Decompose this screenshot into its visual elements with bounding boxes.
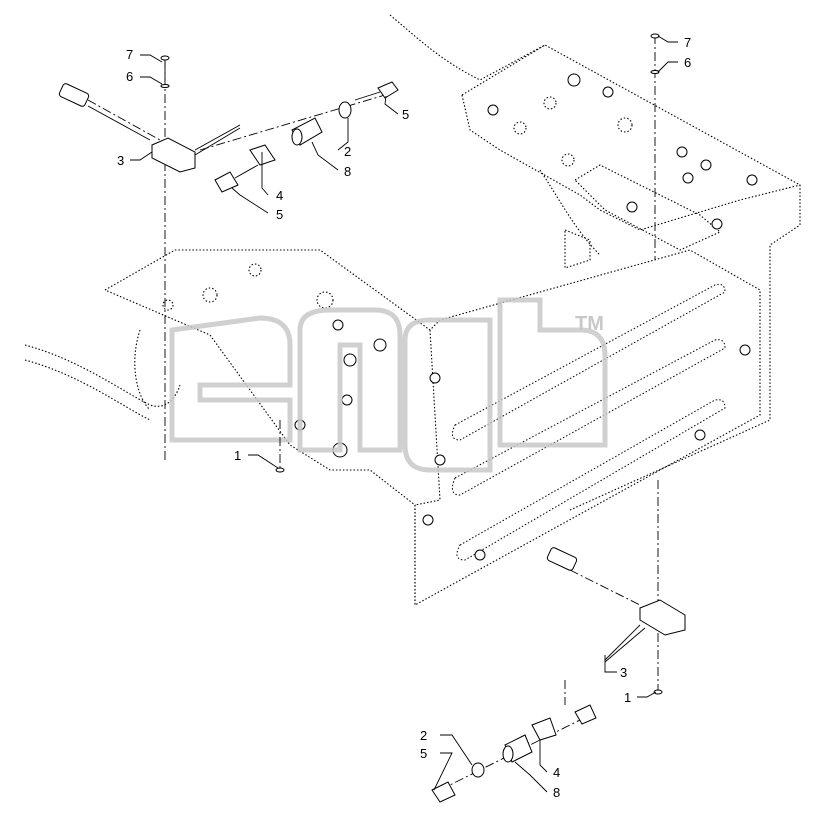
callout-leaders <box>130 35 678 793</box>
frame-slots <box>451 283 726 561</box>
callout-2-upper: 2 <box>344 144 351 159</box>
callout-6-upper-right: 6 <box>684 55 691 70</box>
upper-frame-plate <box>389 14 801 511</box>
position-sensor-upper <box>58 83 241 173</box>
callout-8-lower: 8 <box>553 785 560 800</box>
watermark-tm: TM <box>575 313 604 335</box>
callout-3-upper: 3 <box>117 153 124 168</box>
position-sensor-lower <box>546 547 686 663</box>
callout-1-lower: 1 <box>624 690 631 705</box>
main-frame-plate <box>104 249 761 606</box>
callout-3-lower: 3 <box>620 665 627 680</box>
callout-1-left: 1 <box>234 448 241 463</box>
callout-7-upper-right: 7 <box>684 35 691 50</box>
callout-4-upper: 4 <box>276 188 283 203</box>
callout-5-lower: 5 <box>420 746 427 761</box>
watermark-logo: TM <box>169 297 608 473</box>
pin-upper-left <box>160 55 170 88</box>
callout-6-upper-left: 6 <box>126 69 133 84</box>
callout-7-upper-left: 7 <box>126 47 133 62</box>
callouts: 7 6 5 3 4 5 2 8 7 6 1 3 1 2 5 4 8 <box>117 35 691 800</box>
upper-hardware <box>214 81 399 193</box>
callout-4-lower: 4 <box>553 765 560 780</box>
hydraulic-line <box>24 329 181 421</box>
callout-8-upper: 8 <box>344 164 351 179</box>
callout-5-upper-right: 5 <box>402 107 409 122</box>
callout-5-upper-left: 5 <box>276 207 283 222</box>
frame-bolts <box>162 73 758 561</box>
lower-hardware <box>275 33 663 803</box>
callout-2-lower: 2 <box>420 728 427 743</box>
